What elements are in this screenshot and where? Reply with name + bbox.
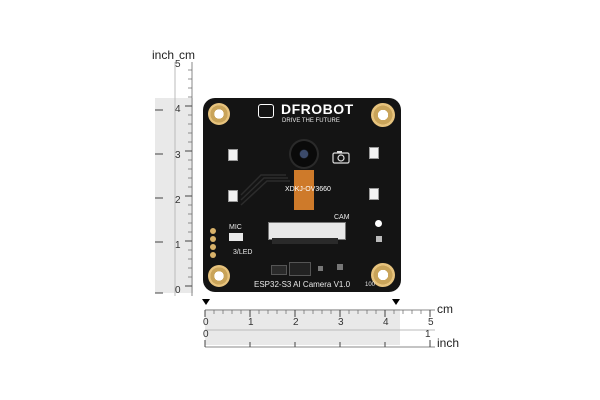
cam-label: CAM [334,214,350,221]
led-label: 3/LED [233,249,253,256]
component-small [337,264,343,270]
led-top-right [369,147,379,159]
product-name: ESP32-S3 AI Camera V1.0 [254,280,351,289]
mounting-hole-top-right [371,103,395,127]
pcb-traces [240,174,290,206]
h-cm-tick-5: 5 [428,317,434,328]
horizontal-ruler [204,309,435,348]
cm-tick-0: 0 [175,285,181,296]
mounting-hole-bottom-right [371,263,395,287]
h-cm-tick-4: 4 [383,317,389,328]
dimension-markers [202,299,400,305]
mic-label: MIC [229,224,242,231]
pin-pad [210,252,216,258]
h-inch-tick-1: 1 [425,329,431,340]
mounting-hole-bottom-left [208,265,230,287]
zif-latch [272,238,338,244]
ic-chip [289,262,311,276]
cm-tick-2: 2 [175,195,181,206]
h-cm-tick-2: 2 [293,317,299,328]
cm-tick-3: 3 [175,150,181,161]
robot-logo-icon [258,104,274,118]
microphone [229,233,243,241]
inch-unit-label: inch [152,48,175,62]
vertical-ruler [155,62,193,296]
pin-pad [210,236,216,242]
camera-lens [289,139,319,169]
camera-icon [332,151,350,164]
cm-tick-5: 5 [175,59,181,70]
component-small [376,236,382,242]
component-small [318,266,323,271]
led-top-left [228,149,238,161]
brand-name: DFROBOT [281,101,354,117]
pin-pad [210,228,216,234]
sensor-label: XDKJ-OV3660 [285,186,331,193]
led-bottom-left [228,190,238,202]
flex-cable [294,170,314,210]
cm-tick-4: 4 [175,104,181,115]
h-cm-tick-3: 3 [338,317,344,328]
cm-tick-1: 1 [175,240,181,251]
brand-tagline: DRIVE THE FUTURE [282,118,340,124]
horizontal-ruler-shade [205,309,400,345]
board-code: 100 [365,282,376,288]
bottom-cm-unit-label: cm [437,302,453,316]
cm-unit-label: cm [179,48,195,62]
mounting-hole-top-left [208,103,230,125]
h-inch-tick-0: 0 [203,329,209,340]
h-cm-tick-0: 0 [203,317,209,328]
ic-chip [271,265,287,275]
h-cm-tick-1: 1 [248,317,254,328]
pin-pad [210,244,216,250]
bottom-inch-unit-label: inch [437,336,460,350]
led-bottom-right [369,188,379,200]
component-white [375,220,382,227]
